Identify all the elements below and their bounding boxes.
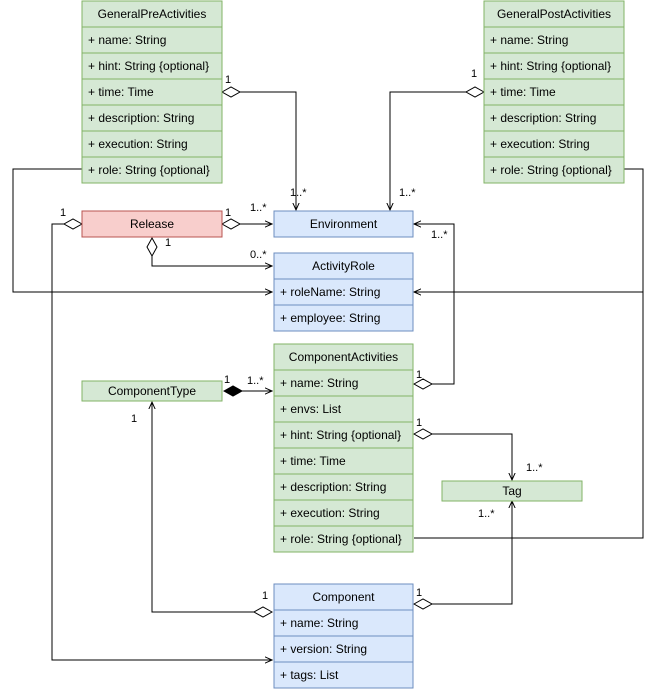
mult-post-dst: 1..*	[399, 187, 416, 199]
mult-post-src: 1	[471, 68, 477, 80]
mult-release-env-src: 1	[225, 207, 231, 219]
class-general-pre-activities[interactable]: GeneralPreActivities + name: String + hint…	[81, 0, 223, 184]
class-attribute: + description: String	[490, 111, 596, 125]
class-attribute: + hint: String {optional}	[88, 59, 209, 73]
edge-release-to-activityrole: 1 0..*	[146, 236, 272, 266]
class-attribute: + hint: String {optional}	[490, 59, 611, 73]
class-environment[interactable]: Environment	[273, 210, 414, 238]
class-name: Tag	[502, 484, 521, 498]
class-name: GeneralPreActivities	[98, 7, 207, 21]
mult-pre-dst: 1..*	[290, 187, 307, 199]
class-attribute: + execution: String	[280, 506, 380, 520]
mult-compact-env-src: 1	[416, 369, 422, 381]
class-component-type[interactable]: ComponentType	[81, 380, 223, 402]
class-tag[interactable]: Tag	[441, 480, 583, 502]
class-attribute: + name: String	[490, 33, 568, 47]
edge-compact-role	[414, 292, 644, 539]
edge-component-to-componenttype: 1	[152, 402, 274, 618]
mult-compact-env-dst: 1..*	[431, 229, 448, 241]
class-box	[273, 210, 414, 238]
class-attribute: + time: Time	[88, 85, 154, 99]
class-box	[273, 252, 414, 332]
mult-component-comptype: 1	[262, 590, 268, 602]
class-attribute: + time: Time	[280, 454, 346, 468]
class-activity-role[interactable]: ActivityRole + roleName: String + employee…	[273, 252, 414, 332]
class-box	[81, 0, 223, 184]
mult-comptype-src: 1	[224, 374, 230, 386]
class-attribute: + execution: String	[490, 137, 590, 151]
class-box	[483, 0, 625, 184]
class-name: ActivityRole	[312, 259, 375, 273]
edge-componenttype-to-compact: 1 1..* 1	[131, 374, 272, 425]
mult-release-env-dst: 1..*	[250, 202, 267, 214]
edge-post-role-to-rolename	[414, 168, 644, 292]
class-box	[441, 480, 583, 502]
class-attribute: + time: Time	[490, 85, 556, 99]
mult-component-tag: 1	[416, 587, 422, 599]
edge-pre-role-to-rolename	[12, 168, 272, 292]
edge-release-to-component: 1	[51, 207, 272, 660]
class-name: ComponentType	[108, 384, 196, 398]
class-attribute: + description: String	[88, 111, 194, 125]
class-release[interactable]: Release	[81, 210, 223, 238]
class-component[interactable]: Component + name: String + version: String…	[273, 583, 414, 689]
mult-release-left: 1	[60, 207, 66, 219]
class-attribute: + hint: String {optional}	[280, 428, 401, 442]
class-attribute: + employee: String	[280, 311, 380, 325]
class-attribute: + role: String {optional}	[280, 532, 402, 546]
class-attribute: + name: String	[280, 616, 358, 630]
class-name: ComponentActivities	[289, 350, 398, 364]
class-attribute: + description: String	[280, 480, 386, 494]
mult-compact-tag-dst: 1..*	[526, 462, 543, 474]
class-name: Release	[130, 217, 174, 231]
class-attribute: + name: String	[88, 33, 166, 47]
mult-compact-tag-src: 1	[416, 417, 422, 429]
class-attribute: + role: String {optional}	[88, 163, 210, 177]
class-name: Component	[312, 590, 375, 604]
edge-compact-to-environment: 1 1..*	[412, 224, 455, 390]
class-attribute: + envs: List	[280, 402, 342, 416]
mult-release-role-dst: 0..*	[250, 249, 267, 261]
class-attribute: + tags: List	[280, 668, 339, 682]
edge-release-to-environment: 1 1..*	[220, 202, 272, 230]
class-general-post-activities[interactable]: GeneralPostActivities + name: String + hin…	[483, 0, 625, 184]
class-component-activities[interactable]: ComponentActivities + name: String + envs:…	[273, 343, 414, 553]
mult-comptype-bottom: 1	[131, 413, 137, 425]
edge-compact-to-tag: 1 1..*	[412, 417, 543, 480]
mult-pre-src: 1	[225, 74, 231, 86]
class-attribute: + roleName: String	[280, 285, 380, 299]
mult-comptype-dst: 1..*	[247, 375, 264, 387]
class-box	[81, 210, 223, 238]
class-attribute: + name: String	[280, 376, 358, 390]
edge-component-to-tag: 1 1..*	[412, 501, 512, 610]
mult-tag-bottom: 1..*	[478, 508, 495, 520]
class-name: GeneralPostActivities	[497, 7, 611, 21]
class-attribute: + role: String {optional}	[490, 163, 612, 177]
classes: GeneralPreActivities + name: String + hint…	[81, 0, 625, 689]
edge-pre-to-environment: 1 1..*	[220, 74, 307, 210]
class-box	[81, 380, 223, 402]
class-attribute: + execution: String	[88, 137, 188, 151]
edges: 1 1..* 1 1..* 1 1..* 1 1 0..*	[12, 68, 644, 660]
mult-release-role-src: 1	[165, 237, 171, 249]
edge-post-to-environment: 1 1..*	[390, 68, 486, 210]
class-name: Environment	[310, 217, 378, 231]
class-attribute: + version: String	[280, 642, 367, 656]
